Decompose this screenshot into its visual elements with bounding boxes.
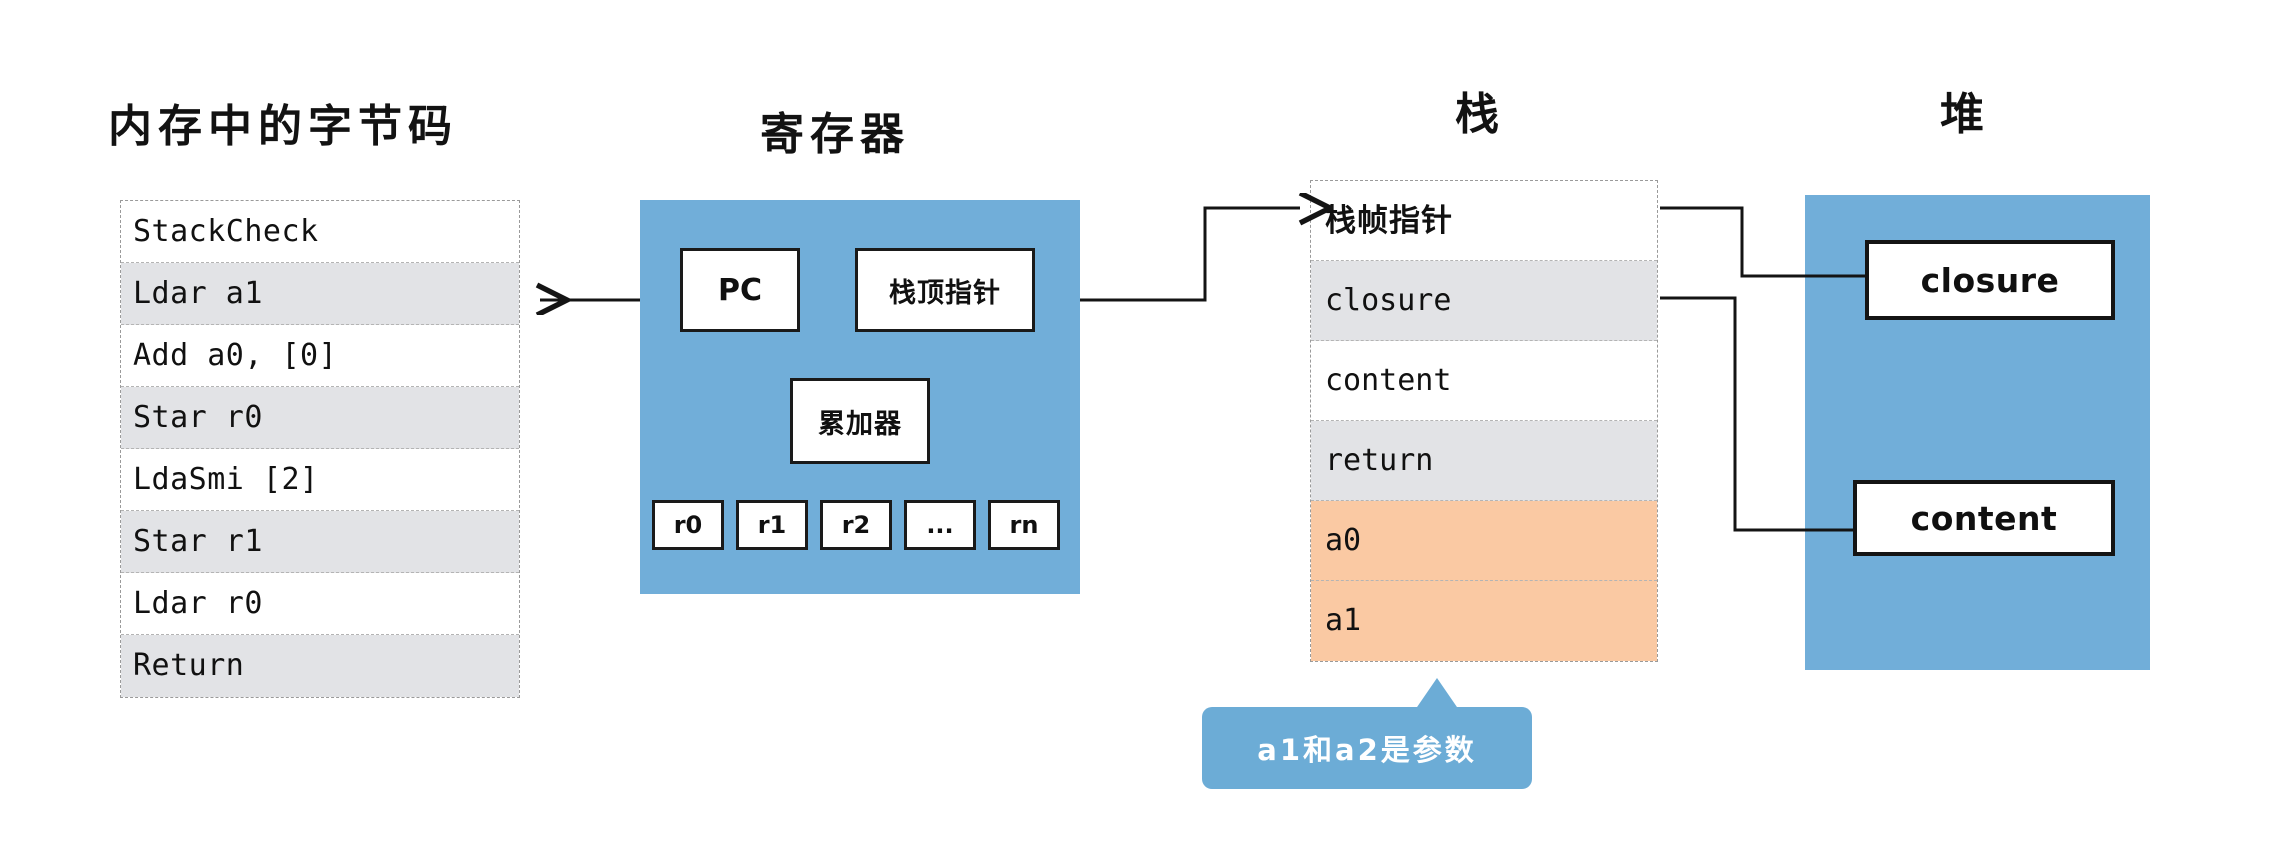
stack-section-title: 栈 bbox=[1455, 89, 1505, 140]
stack-pointer-box: 栈顶指针 bbox=[855, 248, 1035, 332]
register-slot: r0 bbox=[652, 500, 724, 550]
bytecode-list: StackCheck Ldar a1 Add a0, [0] Star r0 L… bbox=[120, 200, 520, 698]
callout-tail-icon bbox=[1415, 678, 1459, 710]
registers-section-title: 寄存器 bbox=[760, 109, 910, 160]
heap-section-title: 堆 bbox=[1940, 89, 1990, 140]
bytecode-row: Return bbox=[121, 635, 519, 697]
stack-row: 栈帧指针 bbox=[1311, 181, 1657, 261]
bytecode-row: Add a0, [0] bbox=[121, 325, 519, 387]
bytecode-row: Ldar a1 bbox=[121, 263, 519, 325]
heap-object-closure: closure bbox=[1865, 240, 2115, 320]
heap-object-content: content bbox=[1853, 480, 2115, 556]
register-slot: ... bbox=[904, 500, 976, 550]
bytecode-row: Star r0 bbox=[121, 387, 519, 449]
bytecode-row: Ldar r0 bbox=[121, 573, 519, 635]
register-slot: r1 bbox=[736, 500, 808, 550]
stack-frame-list: 栈帧指针 closure content return a0 a1 bbox=[1310, 180, 1658, 662]
stack-pointer-to-frame-arrow bbox=[1080, 208, 1300, 302]
bytecode-row: Star r1 bbox=[121, 511, 519, 573]
arguments-callout: a1和a2是参数 bbox=[1202, 707, 1532, 789]
bytecode-row: StackCheck bbox=[121, 201, 519, 263]
stack-row: closure bbox=[1311, 261, 1657, 341]
register-slot: rn bbox=[988, 500, 1060, 550]
arguments-callout-label: a1和a2是参数 bbox=[1257, 733, 1477, 767]
bytecode-row: LdaSmi [2] bbox=[121, 449, 519, 511]
accumulator-box: 累加器 bbox=[790, 378, 930, 464]
registers-panel: PC 栈顶指针 累加器 r0 r1 r2 ... rn bbox=[640, 200, 1080, 594]
bytecode-section-title: 内存中的字节码 bbox=[108, 101, 458, 152]
heap-panel: closure content bbox=[1805, 195, 2150, 670]
register-slot: r2 bbox=[820, 500, 892, 550]
stack-row: a1 bbox=[1311, 581, 1657, 661]
program-counter-box: PC bbox=[680, 248, 800, 332]
stack-row: return bbox=[1311, 421, 1657, 501]
stack-row: content bbox=[1311, 341, 1657, 421]
stack-row: a0 bbox=[1311, 501, 1657, 581]
